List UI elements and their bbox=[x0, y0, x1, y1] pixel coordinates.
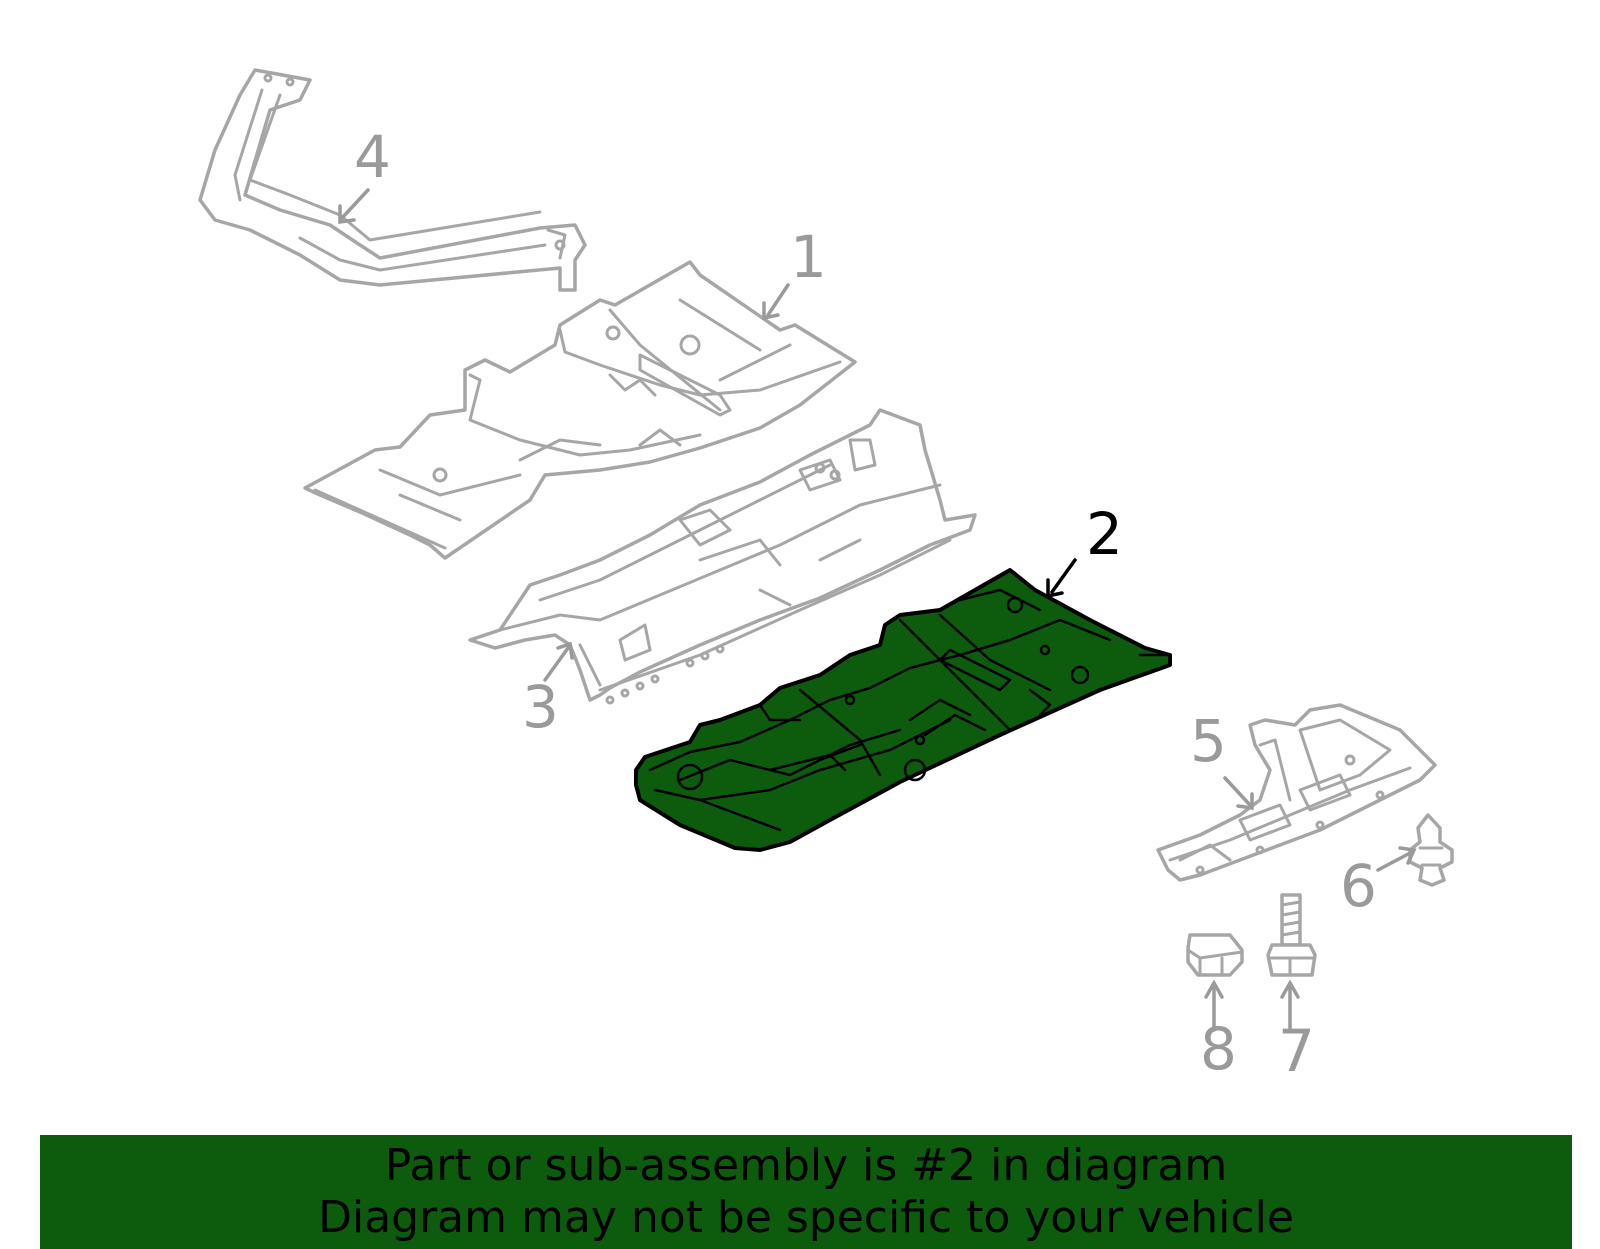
callout-5: 5 bbox=[1190, 707, 1227, 775]
leader-arrows bbox=[338, 188, 1417, 1032]
part-2-floor-pan-highlighted[interactable] bbox=[634, 568, 1172, 852]
part-8-nut[interactable] bbox=[1186, 933, 1244, 977]
callout-4: 4 bbox=[354, 123, 391, 191]
part-5-rear-bracket[interactable] bbox=[1156, 703, 1437, 882]
part-3-floor-reinforcement[interactable] bbox=[468, 408, 977, 705]
banner-line-disclaimer: Diagram may not be specific to your vehi… bbox=[318, 1192, 1294, 1243]
callout-8: 8 bbox=[1200, 1015, 1237, 1083]
info-banner: Part or sub-assembly is #2 in diagram Di… bbox=[40, 1135, 1572, 1249]
part-6-push-clip[interactable] bbox=[1408, 813, 1454, 887]
callout-6: 6 bbox=[1340, 852, 1377, 920]
part-4-crossmember[interactable] bbox=[198, 68, 587, 292]
banner-line-part: Part or sub-assembly is #2 in diagram bbox=[384, 1140, 1228, 1191]
callout-3: 3 bbox=[522, 673, 559, 741]
part-1-front-floor[interactable] bbox=[303, 260, 857, 560]
part-7-bolt[interactable] bbox=[1266, 893, 1317, 977]
callout-7: 7 bbox=[1278, 1017, 1315, 1085]
callout-1: 1 bbox=[790, 223, 827, 291]
callout-2-highlighted: 2 bbox=[1086, 500, 1123, 568]
